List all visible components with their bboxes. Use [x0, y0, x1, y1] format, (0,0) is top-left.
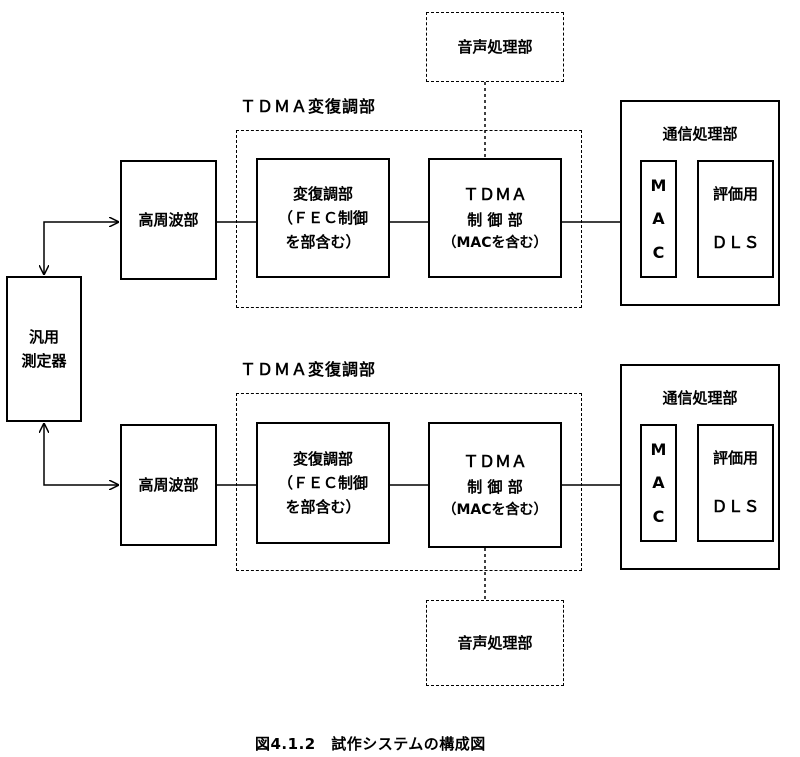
tdma-label-2-bottom: 制 御 部: [467, 477, 523, 496]
mac-letter-m-bottom: M: [650, 439, 667, 459]
dls-box-top: 評価用 ＤＬＳ: [697, 160, 774, 278]
link-instrument-rf-top: [44, 222, 118, 274]
mac-box-bottom: M A C: [640, 424, 677, 542]
tdma-label-1-bottom: ＴＤＭＡ: [462, 452, 527, 471]
generic-instrument-label-1: 汎用: [28, 328, 59, 346]
dls-label-bottom: ＤＬＳ: [711, 497, 760, 517]
figure-caption: 図4.1.2 試作システムの構成図: [255, 735, 486, 753]
comm-processing-label-bottom: 通信処理部: [662, 389, 738, 407]
link-instrument-rf-bottom: [44, 424, 118, 485]
rf-unit-label-top: 高周波部: [138, 211, 199, 229]
tdma-label-1-top: ＴＤＭＡ: [462, 185, 527, 204]
mac-letter-m-top: M: [650, 175, 667, 195]
modem-box-bottom: 変復調部 （ＦＥＣ制御 を部含む）: [256, 422, 390, 544]
generic-instrument-label-2: 測定器: [21, 352, 67, 370]
modem-label-3-bottom: を部含む）: [285, 498, 361, 516]
audio-processing-box-bottom: 音声処理部: [426, 600, 564, 686]
tdma-modem-group-label-top: ＴＤＭＡ変復調部: [240, 97, 377, 116]
rf-unit-box-bottom: 高周波部: [120, 424, 217, 546]
dls-box-bottom: 評価用 ＤＬＳ: [697, 424, 774, 542]
tdma-label-3-bottom: （MACを含む）: [442, 501, 548, 518]
comm-processing-label-top: 通信処理部: [662, 125, 738, 143]
mac-box-top: M A C: [640, 160, 677, 278]
modem-label-3-top: を部含む）: [285, 233, 361, 251]
tdma-control-box-top: ＴＤＭＡ 制 御 部 （MACを含む）: [428, 158, 562, 278]
mac-letter-a-bottom: A: [652, 473, 665, 493]
eval-label-bottom: 評価用: [712, 449, 758, 467]
audio-processing-box-top: 音声処理部: [426, 12, 564, 82]
audio-processing-label-bottom: 音声処理部: [457, 634, 533, 652]
tdma-control-box-bottom: ＴＤＭＡ 制 御 部 （MACを含む）: [428, 422, 562, 548]
modem-label-2-top: （ＦＥＣ制御: [277, 209, 368, 227]
tdma-label-2-top: 制 御 部: [467, 210, 523, 229]
modem-box-top: 変復調部 （ＦＥＣ制御 を部含む）: [256, 158, 390, 278]
tdma-modem-group-top: [236, 130, 582, 308]
audio-processing-label-top: 音声処理部: [457, 38, 533, 56]
eval-label-top: 評価用: [712, 185, 758, 203]
modem-label-1-bottom: 変復調部: [292, 450, 353, 468]
tdma-modem-group-bottom: [236, 393, 582, 571]
generic-instrument-box: 汎用 測定器: [6, 276, 82, 422]
tdma-label-3-top: （MACを含む）: [442, 234, 548, 251]
mac-letter-a-top: A: [652, 209, 665, 229]
rf-unit-label-bottom: 高周波部: [138, 476, 199, 494]
tdma-modem-group-label-bottom: ＴＤＭＡ変復調部: [240, 360, 377, 379]
modem-label-2-bottom: （ＦＥＣ制御: [277, 474, 368, 492]
mac-letter-c-top: C: [652, 242, 665, 262]
dls-label-top: ＤＬＳ: [711, 233, 760, 253]
rf-unit-box-top: 高周波部: [120, 160, 217, 280]
modem-label-1-top: 変復調部: [292, 185, 353, 203]
mac-letter-c-bottom: C: [652, 506, 665, 526]
